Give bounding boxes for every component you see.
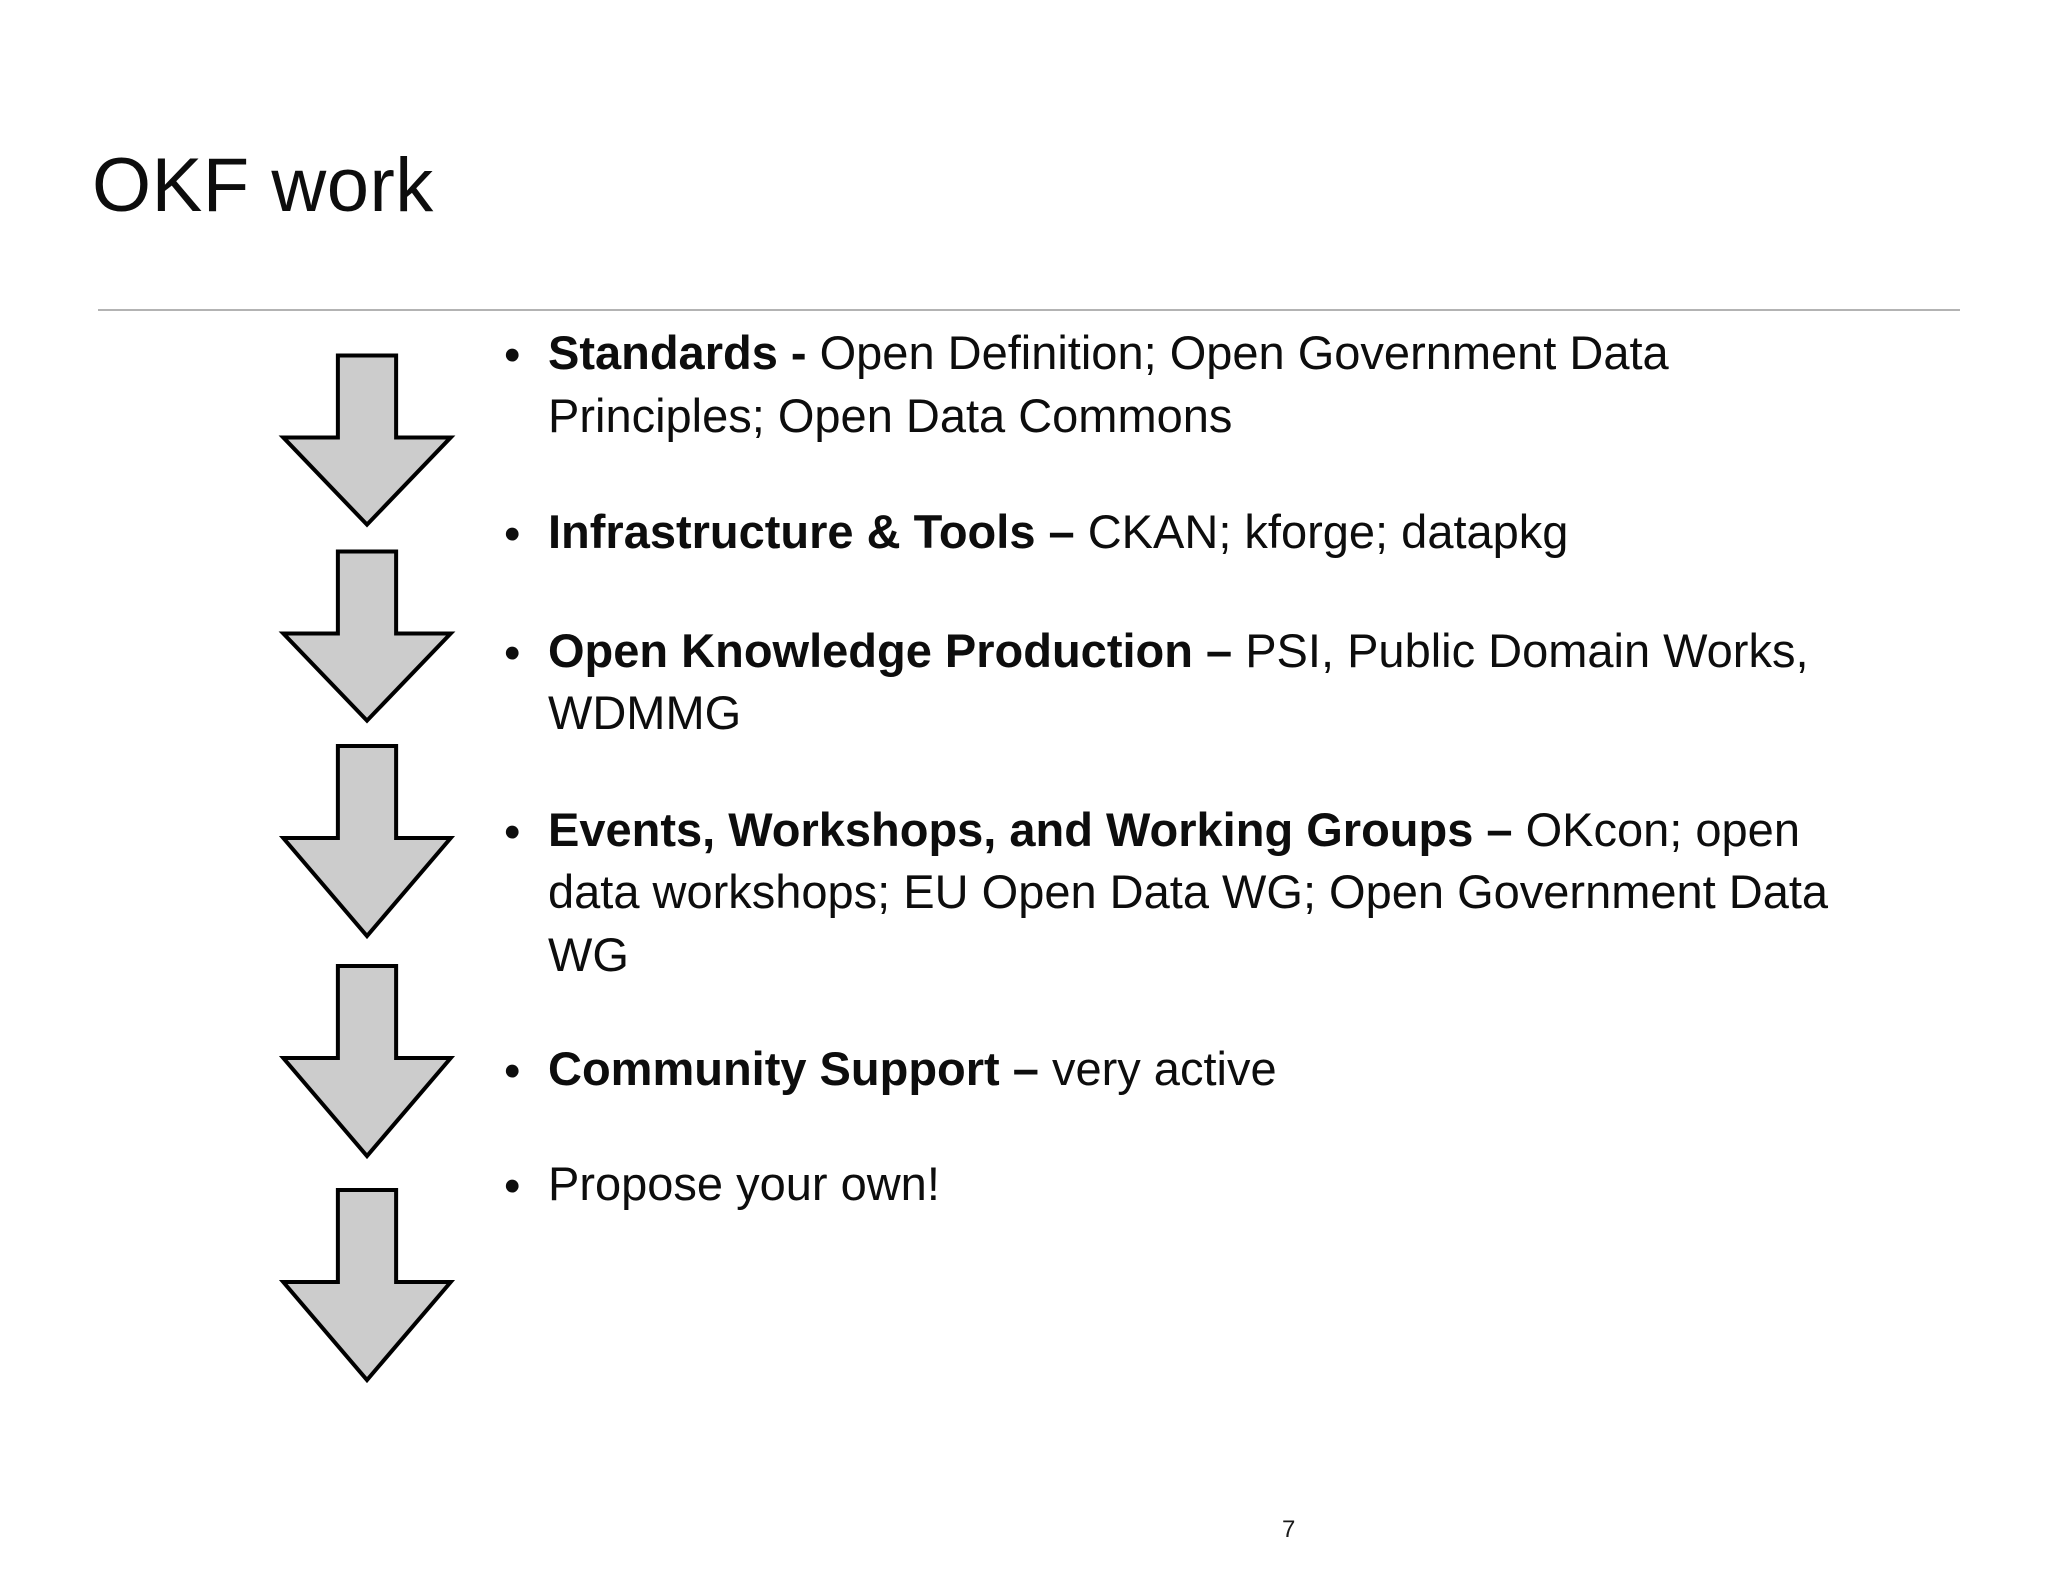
title-divider	[98, 309, 1960, 311]
list-item: • Events, Workshops, and Working Groups –…	[500, 799, 1840, 987]
list-item-lead: Standards -	[548, 326, 820, 379]
bullet-marker-icon: •	[504, 328, 521, 382]
list-item-lead: Community Support –	[548, 1042, 1052, 1095]
down-arrow-1	[276, 352, 458, 530]
bullet-marker-icon: •	[504, 804, 521, 858]
bullet-marker-icon: •	[504, 1044, 521, 1098]
list-item: • Standards - Open Definition; Open Gover…	[500, 322, 1840, 447]
list-item: • Community Support – very active	[500, 1038, 1840, 1101]
list-item: • Open Knowledge Production – PSI, Public…	[500, 620, 1840, 745]
bullet-marker-icon: •	[504, 625, 521, 679]
bullet-marker-icon: •	[504, 507, 521, 561]
list-item-text: very active	[1051, 1042, 1277, 1095]
down-arrow-5	[276, 1186, 458, 1386]
page-number: 7	[1282, 1516, 1296, 1543]
page-title: OKF work	[92, 143, 434, 228]
list-item-lead: Open Knowledge Production –	[548, 623, 1246, 677]
down-arrow-2	[276, 548, 458, 726]
list-item-text: Propose your own!	[548, 1156, 940, 1210]
list-item-text: Open Definition; Open Government Data Pr…	[548, 326, 1669, 442]
list-item-lead: Infrastructure & Tools –	[548, 505, 1088, 558]
list-item-lead: Events, Workshops, and Working Groups –	[548, 802, 1526, 856]
down-arrow-4	[276, 962, 458, 1162]
list-item-text: CKAN; kforge; datapkg	[1087, 505, 1569, 558]
list-item-text: OKcon; open data workshops; EU Open Data…	[548, 802, 1829, 981]
list-item-text: PSI, Public Domain Works, WDMMG	[548, 623, 1809, 740]
down-arrow-3	[276, 742, 458, 942]
list-item: • Infrastructure & Tools – CKAN; kforge; …	[500, 501, 1840, 564]
bullet-list: • Standards - Open Definition; Open Gover…	[500, 322, 1840, 1215]
bullet-marker-icon: •	[504, 1158, 521, 1212]
list-item: • Propose your own!	[500, 1153, 1840, 1216]
